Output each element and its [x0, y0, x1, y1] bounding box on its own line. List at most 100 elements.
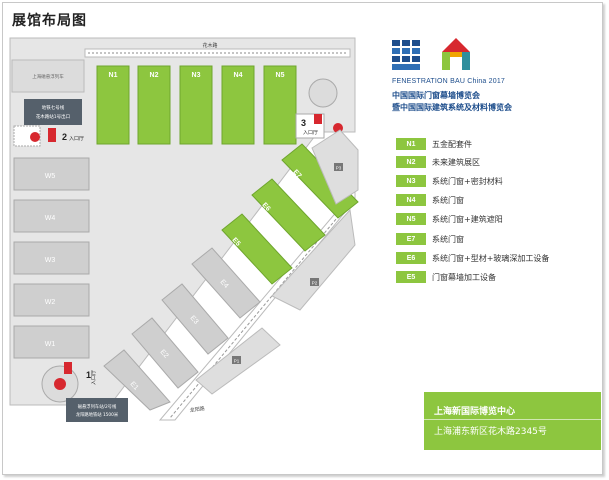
hall-E2[interactable]: E2: [131, 317, 199, 389]
brand-logo: [392, 38, 470, 70]
hall-E5-shape: [221, 213, 293, 285]
parking-p2-badge: [310, 278, 319, 286]
hall-N3-label: N3: [192, 72, 201, 79]
entrance-3-label: 入口厅: [303, 130, 318, 136]
logo-blue-mark: [392, 40, 420, 70]
metro-bottom-line1: 磁悬浮列车站/2号线: [78, 403, 117, 410]
parking-p3-label: P3: [336, 166, 342, 171]
hall-E1-label: E1: [129, 381, 140, 392]
brand-line-1: 中国国际门窗幕墙博览会: [392, 91, 480, 100]
entrance-1-marker: [64, 362, 72, 374]
legend-row-E6: E6 系统门窗+型材+玻璃深加工设备: [396, 251, 549, 265]
hall-E3[interactable]: E3: [161, 283, 229, 355]
venue-divider: [424, 419, 601, 420]
legend-text: 系统门窗+建筑遮阳: [432, 214, 503, 224]
west-halls: W5 W4 W3 W2 W1: [13, 157, 90, 359]
metro-exit-line1: 地铁七号线: [42, 104, 65, 111]
legend-text: 五金配套件: [432, 139, 472, 149]
hall-W3[interactable]: W3: [13, 241, 90, 275]
hall-E5-label: E5: [231, 237, 242, 248]
entrance-2[interactable]: 2 入口厅: [13, 125, 84, 147]
entrance-1-label: 入口厅: [91, 370, 97, 385]
logo-house-mark: [442, 38, 470, 70]
hall-N5[interactable]: N5: [263, 65, 297, 145]
hall-W3-label: W3: [45, 257, 56, 264]
page-title: 展馆布局图: [12, 13, 87, 29]
hall-W2[interactable]: W2: [13, 283, 90, 317]
hall-N4-label: N4: [234, 72, 243, 79]
hall-E6-label: E6: [261, 202, 272, 213]
metro-bottom-line2: 龙阳路地铁站 1500米: [76, 411, 119, 418]
legend-text: 系统门窗+型材+玻璃深加工设备: [432, 253, 550, 263]
hall-W4-label: W4: [45, 215, 56, 222]
hall-E6[interactable]: E6: [251, 178, 326, 252]
hall-N3-shape: [179, 65, 213, 145]
entrance-3-marker: [314, 114, 322, 124]
hall-E3-label: E3: [189, 315, 200, 326]
legend-badge: N5: [396, 213, 426, 225]
hall-W1-shape: [13, 325, 90, 359]
hall-N1-label: N1: [109, 72, 118, 79]
metro-exit-box: [24, 99, 82, 125]
roundabout-top: [308, 78, 338, 108]
parking-p2-label: P2: [312, 281, 318, 286]
hall-W4[interactable]: W4: [13, 199, 90, 233]
hall-N5-shape: [263, 65, 297, 145]
maglev-label: 上海磁悬浮列车: [32, 73, 64, 80]
hall-E6-shape: [251, 178, 326, 252]
entrance-3-number: 3: [301, 118, 306, 128]
hall-W1-label: W1: [45, 341, 56, 348]
hall-E4-label: E4: [219, 279, 230, 290]
parking-p1-label: P1: [234, 359, 240, 364]
hall-E2-shape: [131, 317, 199, 389]
hall-E1[interactable]: E1: [103, 349, 171, 411]
legend-badge: N4: [396, 194, 426, 206]
hall-E4-shape: [191, 247, 261, 319]
metro-icon-3: [54, 378, 66, 390]
road-top-label: 花木路: [202, 42, 217, 49]
hall-W5[interactable]: W5: [13, 157, 90, 191]
legend-badge: E7: [396, 233, 426, 245]
hall-W1[interactable]: W1: [13, 325, 90, 359]
hall-W2-shape: [13, 283, 90, 317]
legend-badge: N2: [396, 156, 426, 168]
hall-N3[interactable]: N3: [179, 65, 213, 145]
legend-row-N4: N4 系统门窗: [396, 193, 464, 207]
legend-row-N2: N2 未来建筑展区: [396, 155, 480, 169]
brand-line-2: 暨中国国际建筑系统及材料博览会: [392, 103, 512, 112]
hall-E4[interactable]: E4: [191, 247, 261, 319]
hall-W2-label: W2: [45, 299, 56, 306]
legend-row-E5: E5 门窗幕墙加工设备: [396, 270, 496, 284]
parking-p3-badge: [334, 163, 343, 171]
metro-bottom-box: [66, 398, 128, 422]
legend-text: 系统门窗: [432, 195, 464, 205]
venue-info-box: 上海新国际博览中心 上海浦东新区花木路2345号: [424, 392, 601, 450]
hall-E1-shape: [103, 349, 171, 411]
legend-badge: E6: [396, 252, 426, 264]
legend-badge: E5: [396, 271, 426, 283]
entrance-1-number: 1: [86, 370, 91, 380]
entrance-1[interactable]: 1 入口厅: [64, 362, 97, 385]
hall-N1-shape: [96, 65, 130, 145]
maglev-area: [11, 59, 85, 93]
metro-exit-line2: 花木路站1号出口: [36, 113, 70, 120]
entrance-3[interactable]: 3 入口厅: [295, 113, 343, 139]
hall-N4-shape: [221, 65, 255, 145]
hall-E7-label: E7: [292, 169, 303, 180]
hall-N2-label: N2: [150, 72, 159, 79]
hall-N5-label: N5: [276, 72, 285, 79]
road-bottom-label: 龙阳路: [189, 405, 205, 414]
hall-N2-shape: [137, 65, 171, 145]
legend-text: 系统门窗: [432, 234, 464, 244]
hall-N2[interactable]: N2: [137, 65, 171, 145]
parking-area-p2-shape: [271, 208, 356, 311]
hall-E5[interactable]: E5: [221, 213, 293, 285]
legend-row-N1: N1 五金配套件: [396, 137, 472, 151]
entrance-2-label: 入口厅: [69, 136, 84, 142]
hall-N1[interactable]: N1: [96, 65, 130, 145]
hall-W5-label: W5: [45, 173, 56, 180]
parking-areas: P3 P2 P1: [195, 129, 359, 395]
hall-N4[interactable]: N4: [221, 65, 255, 145]
venue-name: 上海新国际博览中心: [434, 407, 516, 417]
